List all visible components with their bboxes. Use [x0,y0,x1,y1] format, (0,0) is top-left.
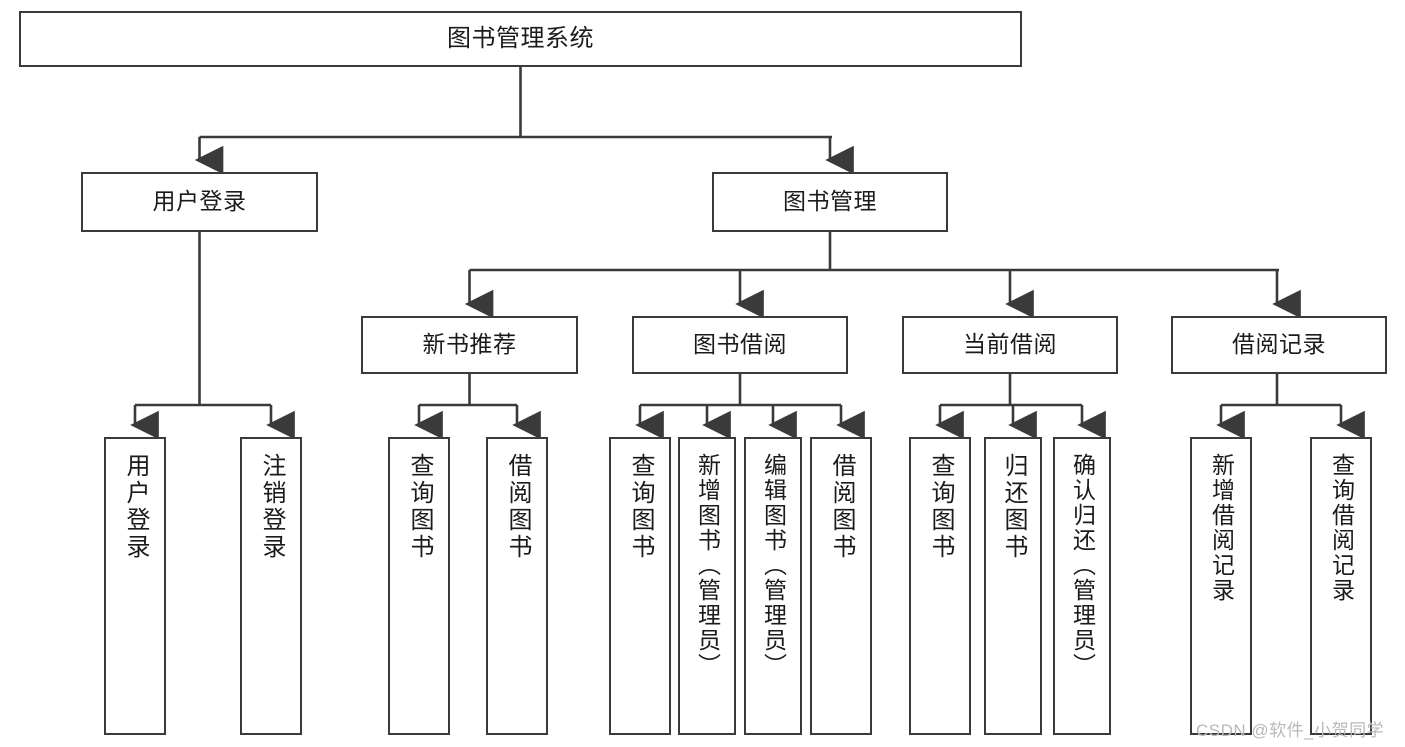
node-label: 新增图书（管理员） [694,453,721,678]
node-leaf-query-borrow-record[interactable]: 查询借阅记录 [1310,437,1372,735]
node-label: 图书借阅 [693,331,787,358]
node-label: 图书管理系统 [447,24,594,52]
node-leaf-borrow-book-1[interactable]: 借阅图书 [486,437,548,735]
node-leaf-return-book[interactable]: 归还图书 [984,437,1042,735]
node-label: 查询图书 [927,453,954,561]
node-label: 图书管理 [783,188,877,215]
csdn-watermark: CSDN @软件_小贺同学 [1196,721,1385,740]
node-label: 当前借阅 [963,331,1057,358]
node-new-book-recommend[interactable]: 新书推荐 [361,316,578,374]
node-current-borrow[interactable]: 当前借阅 [902,316,1118,374]
node-label: 用户登录 [122,453,149,561]
node-leaf-borrow-book-2[interactable]: 借阅图书 [810,437,872,735]
node-label: 用户登录 [152,188,247,215]
node-label: 新增借阅记录 [1208,453,1235,603]
node-user-login[interactable]: 用户登录 [81,172,318,232]
node-leaf-query-book-2[interactable]: 查询图书 [609,437,671,735]
node-label: 查询借阅记录 [1328,453,1355,603]
node-leaf-add-book-admin[interactable]: 新增图书（管理员） [678,437,736,735]
node-leaf-edit-book-admin[interactable]: 编辑图书（管理员） [744,437,802,735]
node-leaf-logout-login[interactable]: 注销登录 [240,437,302,735]
node-label: 注销登录 [258,453,285,561]
node-leaf-user-login[interactable]: 用户登录 [104,437,166,735]
node-leaf-confirm-return-admin[interactable]: 确认归还（管理员） [1053,437,1111,735]
node-borrow-record[interactable]: 借阅记录 [1171,316,1387,374]
node-label: 借阅图书 [504,453,531,561]
node-label: 新书推荐 [422,331,517,358]
node-leaf-add-borrow-record[interactable]: 新增借阅记录 [1190,437,1252,735]
node-leaf-query-book-1[interactable]: 查询图书 [388,437,450,735]
node-label: 查询图书 [406,453,433,561]
node-label: 确认归还（管理员） [1069,453,1096,678]
node-book-management[interactable]: 图书管理 [712,172,948,232]
node-root-system[interactable]: 图书管理系统 [19,11,1022,67]
node-label: 归还图书 [1000,453,1027,561]
node-label: 查询图书 [627,453,654,561]
node-label: 借阅记录 [1232,331,1326,358]
node-label: 编辑图书（管理员） [760,453,787,678]
node-label: 借阅图书 [828,453,855,561]
node-book-borrow[interactable]: 图书借阅 [632,316,848,374]
node-leaf-query-book-3[interactable]: 查询图书 [909,437,971,735]
